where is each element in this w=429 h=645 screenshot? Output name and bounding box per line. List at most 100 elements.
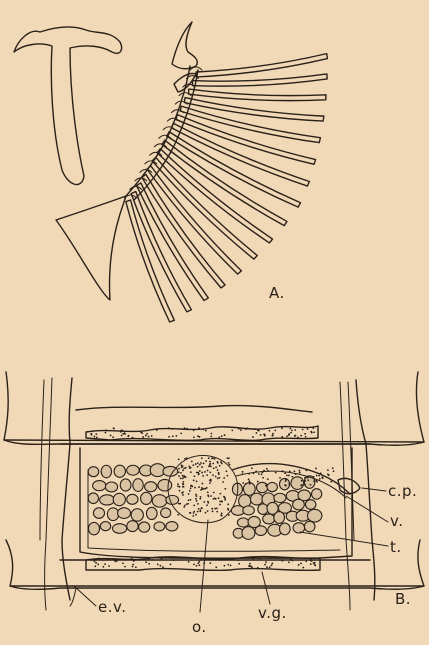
stipple-dot: [178, 475, 180, 477]
tissue-cell: [243, 506, 255, 515]
stipple-dot: [313, 431, 315, 433]
tissue-cell: [139, 522, 150, 532]
stipple-dot: [190, 485, 192, 487]
stipple-dot: [179, 503, 181, 505]
stipple-dot: [179, 486, 181, 488]
stipple-dot: [196, 472, 198, 474]
stipple-dot: [206, 487, 208, 489]
tissue-cell: [307, 509, 321, 522]
stipple-dot: [307, 428, 309, 430]
stipple-dot: [248, 565, 250, 567]
stipple-dot: [215, 566, 217, 568]
tissue-cell: [131, 509, 143, 521]
stipple-dot: [121, 435, 123, 437]
stipple-dot: [132, 566, 134, 568]
stipple-dot: [215, 476, 217, 478]
stipple-dot: [219, 504, 221, 506]
tissue-cell: [88, 522, 99, 534]
comb-tooth: [137, 183, 209, 301]
stipple-dot: [188, 466, 190, 468]
stipple-dot: [198, 427, 200, 429]
stipple-dot: [216, 511, 218, 513]
stipple-dot: [242, 471, 244, 473]
comb-tooth-base: [135, 178, 147, 181]
stipple-dot: [231, 429, 233, 431]
stipple-dot: [171, 428, 173, 430]
stipple-dot: [227, 509, 229, 511]
stipple-dot: [217, 469, 219, 471]
stipple-dot: [267, 478, 269, 480]
stipple-dot: [286, 435, 288, 437]
stipple-dot: [194, 487, 196, 489]
stipple-dot: [190, 487, 192, 489]
stipple-dot: [318, 475, 320, 477]
stipple-dot: [221, 559, 223, 561]
stipple-dot: [219, 493, 221, 495]
stipple-dot: [238, 563, 240, 565]
stipple-dot: [298, 564, 300, 566]
tissue-cell: [101, 465, 111, 478]
stipple-dot: [257, 429, 259, 431]
stipple-dot: [182, 483, 184, 485]
stipple-dot: [145, 435, 147, 437]
tissue-cell: [274, 493, 286, 502]
label-vg: v.g.: [258, 604, 287, 622]
stipple-dot: [203, 501, 205, 503]
stipple-dot: [246, 427, 248, 429]
stipple-dot: [197, 466, 199, 468]
stipple-dot: [121, 430, 123, 432]
stipple-dot: [223, 477, 225, 479]
stipple-dot: [313, 476, 315, 478]
stipple-dot: [225, 470, 227, 472]
stipple-dot: [282, 560, 284, 562]
stipple-dot: [289, 428, 291, 430]
stipple-dot: [181, 466, 183, 468]
stipple-dot: [206, 474, 208, 476]
stipple-dot: [132, 437, 134, 439]
stipple-dot: [94, 560, 96, 562]
tissue-cell: [93, 508, 104, 519]
stipple-dot: [198, 473, 200, 475]
stipple-dot: [256, 432, 258, 434]
stipple-dot: [95, 562, 97, 564]
stipple-dot: [193, 511, 195, 513]
stipple-dot: [262, 477, 264, 479]
stipple-dot: [214, 458, 216, 460]
stipple-dot: [295, 435, 297, 437]
tissue-cell: [113, 493, 125, 505]
stipple-dot: [197, 511, 199, 513]
stipple-dot: [180, 432, 182, 434]
tissue-cell: [274, 512, 285, 524]
stipple-dot: [224, 434, 226, 436]
stipple-dot: [217, 462, 219, 464]
stipple-dot: [106, 558, 108, 560]
stipple-dot: [209, 471, 211, 473]
stipple-dot: [241, 557, 243, 559]
stipple-dot: [215, 498, 217, 500]
stipple-dot: [120, 431, 122, 433]
stipple-dot: [151, 559, 153, 561]
tissue-cell: [105, 482, 117, 492]
tissue-cell: [166, 522, 178, 531]
stipple-dot: [304, 433, 306, 435]
stipple-dot: [272, 433, 274, 435]
stipple-dot: [294, 429, 296, 431]
label-ev: e.v.: [98, 598, 126, 616]
stipple-dot: [305, 560, 307, 562]
stipple-dot: [182, 486, 184, 488]
stipple-dot: [122, 433, 124, 435]
stipple-dot: [135, 566, 137, 568]
stipple-dot: [199, 470, 201, 472]
stipple-dot: [199, 498, 201, 500]
stipple-dot: [210, 480, 212, 482]
stipple-dot: [178, 471, 180, 473]
label-o: o.: [192, 618, 207, 636]
stipple-dot: [200, 558, 202, 560]
stipple-dot: [207, 494, 209, 496]
stipple-dot: [199, 510, 201, 512]
stipple-dot: [333, 470, 335, 472]
stipple-dot: [127, 435, 129, 437]
stipple-dot: [113, 428, 115, 430]
tissue-cell: [242, 527, 255, 540]
stipple-dot: [310, 484, 312, 486]
